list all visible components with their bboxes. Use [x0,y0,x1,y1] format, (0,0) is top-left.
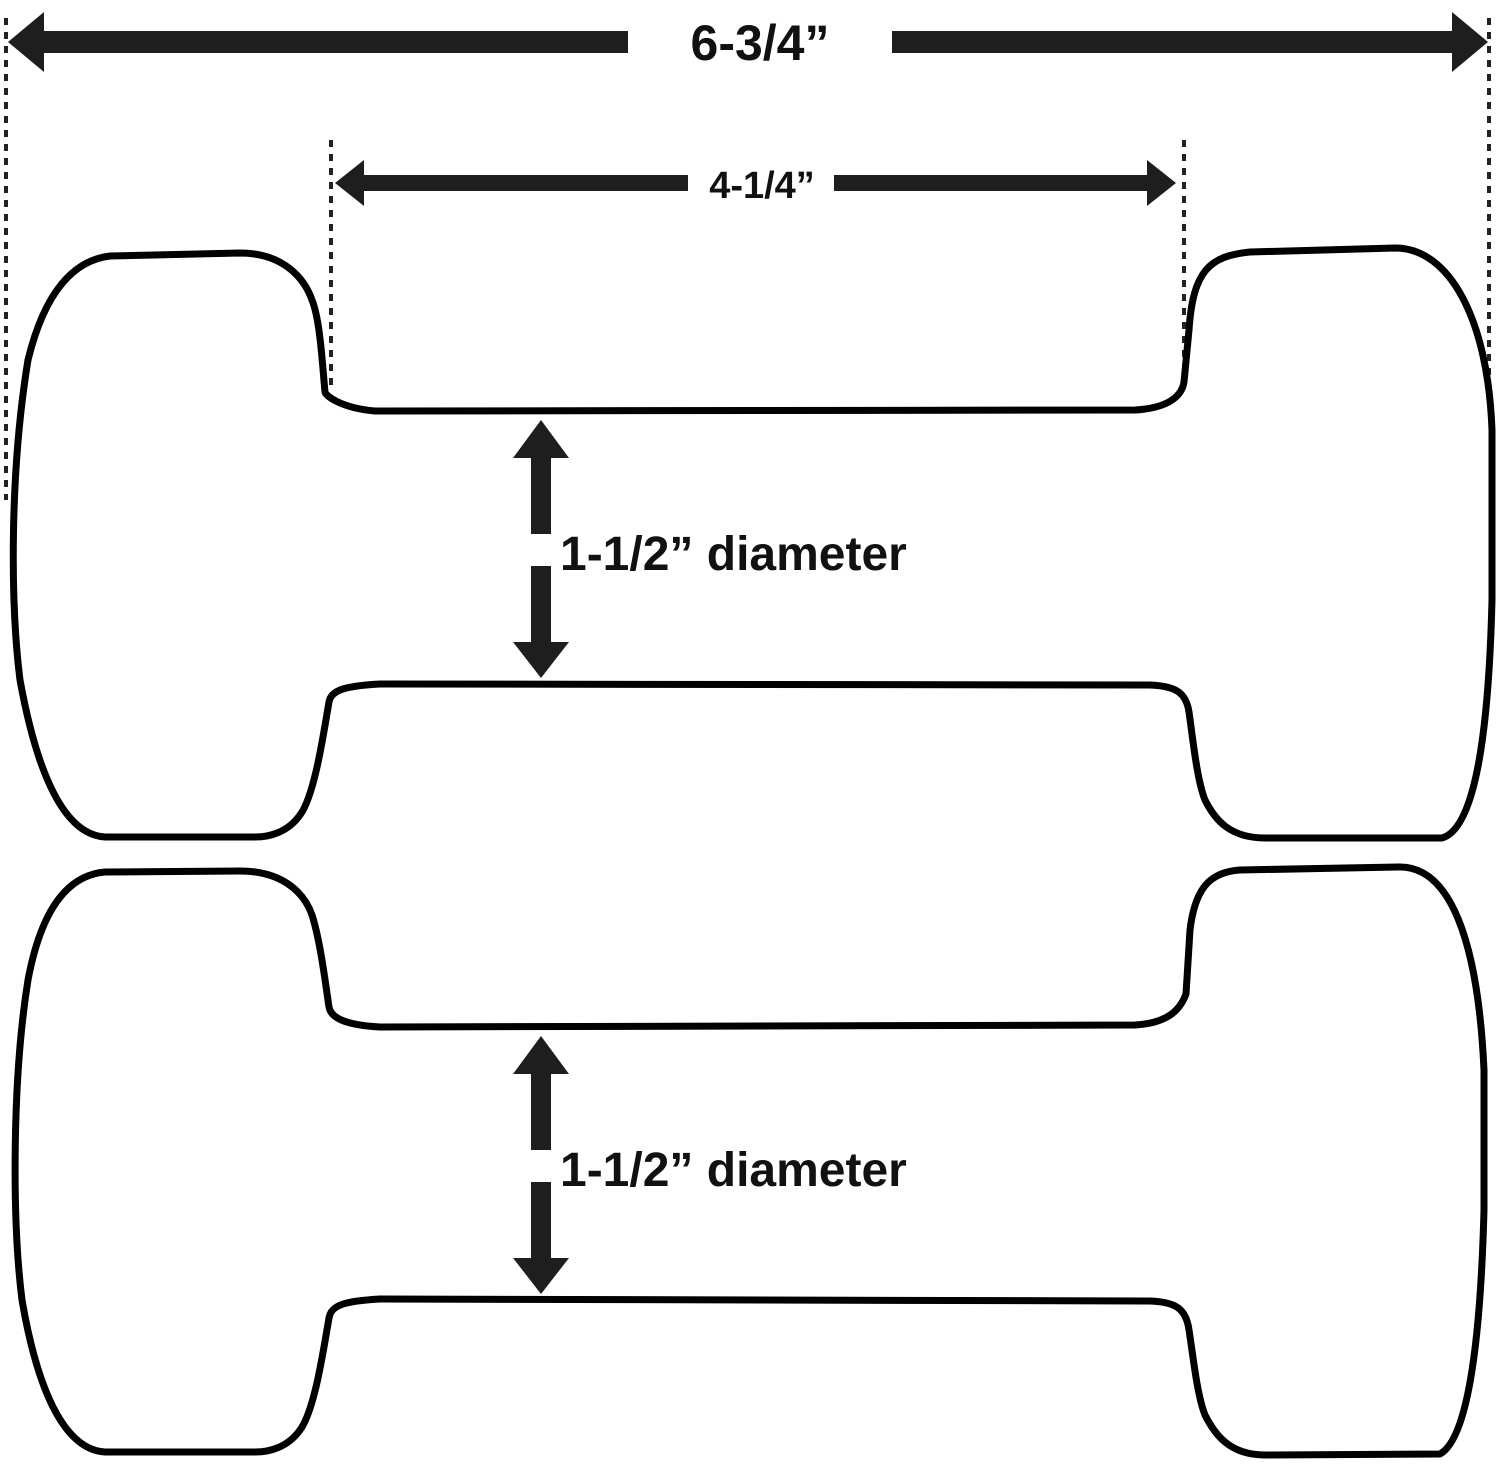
dumbbell-bottom [11,863,1488,1459]
handle-length-arrow-right [1147,160,1176,206]
overall-length-dimension: 6-3/4” [8,12,1488,72]
handle-length-dimension: 4-1/4” [335,160,1176,207]
handle-diameter-top-arrow-up [513,420,569,458]
handle-diameter-top-arrow-down [513,642,569,678]
overall-length-arrow-right [1452,12,1488,72]
handle-diameter-bottom-label: 1-1/2” diameter [560,1144,907,1197]
dumbbell-top [9,244,1496,842]
handle-diameter-top-label: 1-1/2” diameter [560,528,907,581]
overall-length-arrow-left [8,12,44,72]
handle-diameter-bottom-arrow-up [513,1036,569,1074]
handle-diameter-top-dimension: 1-1/2” diameter [513,420,907,678]
handle-length-arrow-left [335,160,364,206]
handle-diameter-bottom-dimension: 1-1/2” diameter [513,1036,907,1294]
overall-length-label: 6-3/4” [691,15,830,71]
handle-length-label: 4-1/4” [709,165,815,207]
handle-diameter-bottom-arrow-down [513,1258,569,1294]
